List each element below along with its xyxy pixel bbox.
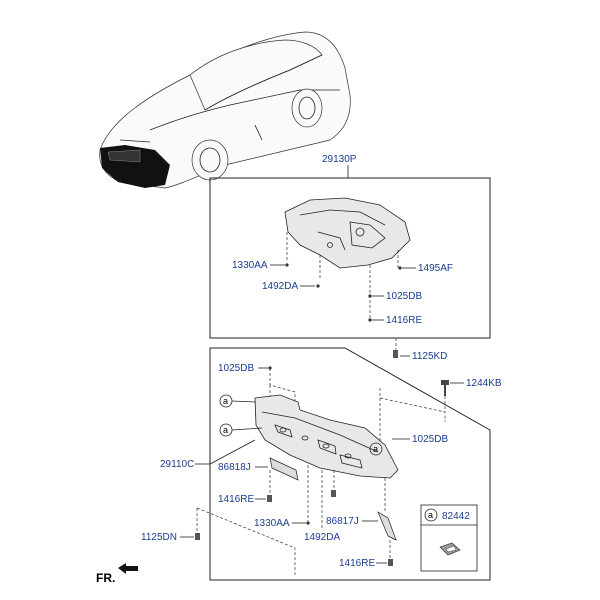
label-82442: 82442 bbox=[442, 511, 470, 522]
label-1416RE-bot: 1416RE bbox=[339, 558, 375, 569]
front-arrow-icon bbox=[118, 563, 138, 574]
front-direction-label: FR. bbox=[96, 571, 115, 585]
label-1492DA-top: 1492DA bbox=[262, 281, 298, 292]
svg-text:a: a bbox=[428, 510, 433, 520]
callout-a-2: a bbox=[219, 423, 263, 437]
callout-a-3: a bbox=[369, 442, 383, 456]
label-86818J: 86818J bbox=[218, 462, 251, 473]
svg-text:a: a bbox=[373, 444, 378, 454]
label-1025DB-top: 1025DB bbox=[386, 291, 422, 302]
label-1495AF: 1495AF bbox=[418, 263, 453, 274]
label-1125KD: 1125KD bbox=[412, 351, 447, 362]
part-82442-inset: a 82442 bbox=[420, 504, 478, 572]
label-1125DN: 1125DN bbox=[141, 532, 177, 543]
label-1492DA-bot: 1492DA bbox=[304, 532, 340, 543]
svg-text:a: a bbox=[223, 396, 228, 406]
strip-86817J bbox=[377, 511, 397, 541]
label-29130P: 29130P bbox=[322, 154, 357, 165]
car-illustration bbox=[99, 31, 351, 189]
label-1416RE-mid: 1416RE bbox=[218, 494, 254, 505]
svg-text:a: a bbox=[223, 425, 228, 435]
under-cover-29110C-part bbox=[254, 394, 399, 479]
callout-a-1: a bbox=[219, 394, 256, 408]
label-1330AA-top: 1330AA bbox=[232, 260, 268, 271]
label-1025DB-left: 1025DB bbox=[218, 363, 254, 374]
strip-86818J bbox=[269, 457, 299, 481]
label-1330AA-bot: 1330AA bbox=[254, 518, 290, 529]
engine-under-cover-part bbox=[284, 197, 411, 269]
bottom-group-box bbox=[209, 347, 491, 581]
label-1416RE-top: 1416RE bbox=[386, 315, 422, 326]
label-86817J: 86817J bbox=[326, 516, 359, 527]
bolt-1244KB bbox=[441, 380, 449, 396]
label-1244KB: 1244KB bbox=[466, 378, 502, 389]
label-29110C: 29110C bbox=[160, 459, 194, 470]
top-group-box bbox=[209, 177, 491, 339]
label-1025DB-right: 1025DB bbox=[412, 434, 448, 445]
